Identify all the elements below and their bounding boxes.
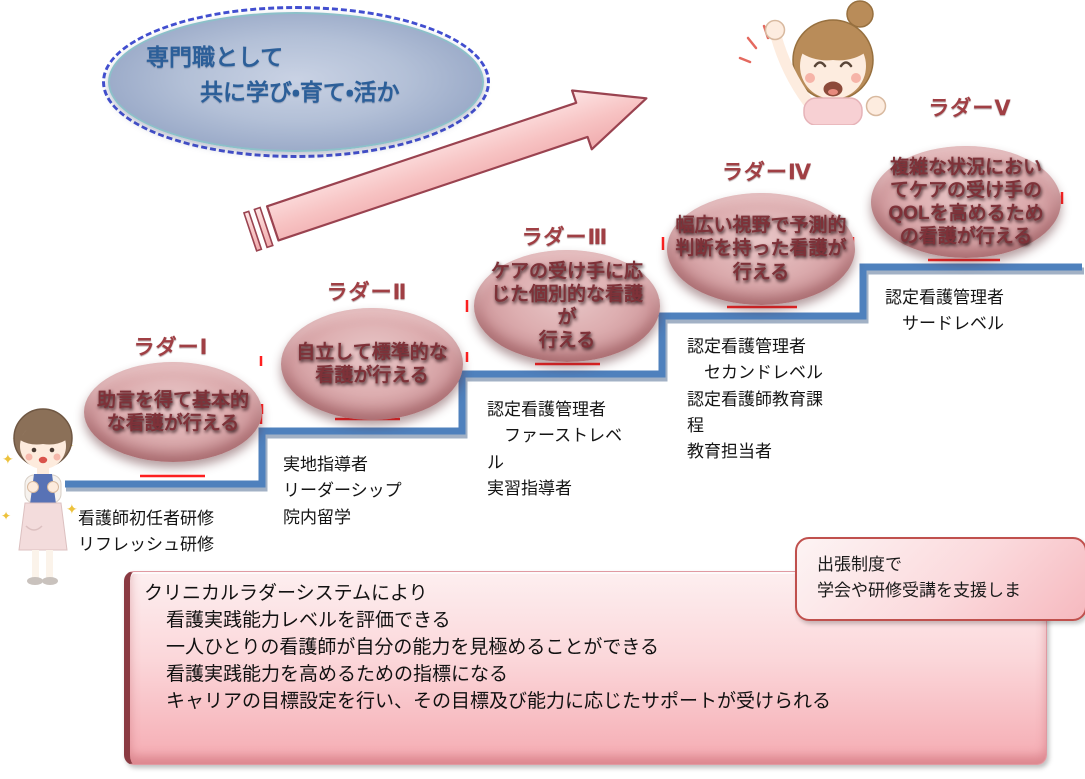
arrow-stripe-2 (253, 206, 274, 249)
banner-ellipse: 専門職として 共に学び・育て・活か (108, 12, 484, 152)
summary-item: 看護実践能力を高めるための指標になる (166, 663, 509, 685)
nurse-illustration: ✦ ✦ ✦ ✦ ✦ (1, 408, 78, 585)
ladder-5-ability: 複雑な状況におい てケアの受け手の QOLを高めるため の看護が行える (888, 156, 1044, 248)
ladder-5-trainings: 認定看護管理者 サードレベル (885, 288, 1004, 334)
summary-title: クリニカルラダーシステムにより (144, 583, 428, 604)
ladder-3-title: ラダーⅢ (521, 226, 609, 249)
ladder-2-trainings: 実地指導者 リーダーシップ 院内留学 (283, 455, 402, 527)
summary-item: 一人ひとりの看護師が自分の能力を見極めることができる (166, 636, 660, 658)
ladder-5-ellipse: 複雑な状況におい てケアの受け手の QOLを高めるため の看護が行える (871, 146, 1061, 258)
excitement-lines-icon (738, 24, 770, 64)
ladder-4-ellipse: 幅広い視野で予測的 判断を持った看護が 行える (667, 193, 855, 305)
cheering-woman-illustration (738, 0, 887, 125)
banner-dashed-outline (102, 6, 490, 158)
ladder-4-trainings: 認定看護管理者 セカンドレベル 認定看護師教育課 程 教育担当者 (687, 337, 823, 462)
growth-arrow (237, 62, 668, 269)
banner-text: 専門職として 共に学び・育て・活か (146, 40, 400, 109)
summary-item: 看護実践能力レベルを評価できる (166, 609, 451, 631)
ladder-1-ellipse: 助言を得て基本的 な看護が行える (84, 362, 262, 462)
ladder-1-ability: 助言を得て基本的 な看護が行える (96, 389, 249, 434)
sparkle-icon: ✦ (1, 509, 11, 523)
ladder-3-ability: ケアの受け手に応 じた個別的な看護 が 行える (490, 260, 643, 352)
ladder-5-title: ラダーⅤ (928, 97, 1012, 120)
ladder-2-title: ラダーⅡ (326, 281, 408, 304)
ladder-4-ability: 幅広い視野で予測的 判断を持った看護が 行える (675, 215, 847, 283)
ladder-1-title: ラダーⅠ (133, 336, 209, 359)
support-callout: 出張制度で 学会や研修受講を支援しま (795, 537, 1085, 621)
summary-item: キャリアの目標設定を行い、その目標及び能力に応じたサポートが受けられる (166, 690, 832, 712)
banner-line2: 共に学び・育て・活か (200, 78, 400, 105)
support-callout-text: 出張制度で 学会や研修受講を支援しま (817, 555, 1021, 601)
ladder-3-trainings: 認定看護管理者 ファーストレベ ル 実習指導者 (487, 400, 623, 499)
arrow-stripe-1 (242, 210, 263, 252)
ladder-2-ellipse: 自立して標準的な 看護が行える (281, 308, 463, 420)
ladder-3-ellipse: ケアの受け手に応 じた個別的な看護 が 行える (474, 250, 660, 362)
ladder-4-title: ラダーⅣ (721, 161, 813, 184)
ladder-2-ability: 自立して標準的な 看護が行える (296, 341, 448, 386)
ladder-1-trainings: 看護師初任者研修 リフレッシュ研修 (78, 509, 214, 555)
sparkle-icon: ✦ (2, 451, 14, 467)
banner-line1: 専門職として (146, 44, 284, 70)
arrow-body (265, 89, 648, 242)
sparkle-icon: ✦ (66, 501, 78, 517)
